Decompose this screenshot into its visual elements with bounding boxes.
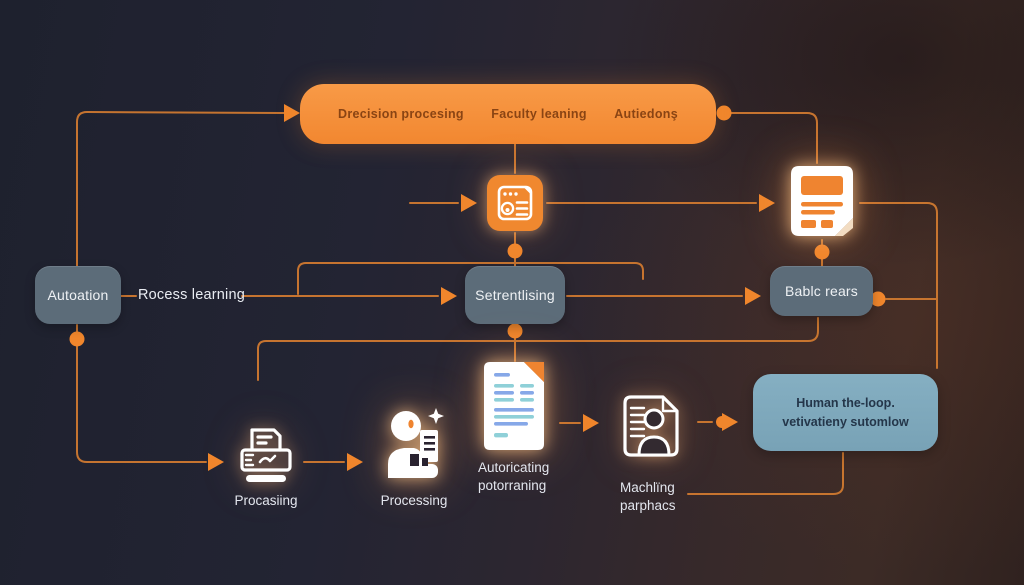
sentralising-box: Setrentlising <box>465 266 565 324</box>
connector-upper-branch <box>297 262 644 295</box>
automation-box: Autoation <box>35 266 121 324</box>
human-loop-line2: vetivatieny sutomlow <box>782 414 909 429</box>
process-learning-label: Rocess learning <box>138 287 245 303</box>
junction-dot <box>716 105 732 121</box>
person-processing-caption: Processing <box>380 493 448 508</box>
arrow-heads <box>208 104 775 471</box>
profile-document-icon <box>622 394 680 458</box>
connector-banner-to-report <box>730 112 818 164</box>
automation-label: Autoation <box>47 287 109 303</box>
process-banner: Drecision procesing Faculty leaning Auti… <box>300 84 716 144</box>
connector-lower-branch <box>257 317 819 381</box>
banner-item-3: Autiedonş <box>614 107 678 121</box>
banner-item-2: Faculty leaning <box>491 107 587 121</box>
person-processing-icon <box>380 406 448 478</box>
document-lines-icon <box>484 362 544 450</box>
arrowhead-icon <box>722 413 738 431</box>
printer-icon <box>234 424 298 490</box>
arrowhead-icon <box>461 194 477 212</box>
profile-document-caption: Machlïng parphacs <box>620 479 710 514</box>
basic-rears-label: Bablc rears <box>784 283 858 299</box>
connector-human-bottom <box>687 452 844 495</box>
document-lines-caption: Autoricating potorraning <box>478 459 588 494</box>
profile-document-caption-line1: Machlïng <box>620 480 675 495</box>
junction-dot <box>507 243 523 259</box>
human-loop-box: Human the-loop. vetivatieny sutomlow <box>753 374 938 451</box>
connector-automation-to-printer <box>76 324 207 463</box>
decision-report-icon <box>487 175 543 231</box>
arrowhead-icon <box>284 104 300 122</box>
human-loop-line1: Human the-loop. <box>796 396 895 411</box>
arrowhead-icon <box>583 414 599 432</box>
printer-caption: Procasiing <box>234 493 298 508</box>
junction-dot <box>69 331 85 347</box>
document-lines-caption-line2: potorraning <box>478 477 547 493</box>
junction-dots <box>69 105 886 347</box>
sentralising-label: Setrentlising <box>475 287 555 303</box>
basic-rears-box: Bablc rears <box>770 266 873 316</box>
junction-dot <box>870 291 886 307</box>
profile-document-caption-line2: parphacs <box>620 497 676 513</box>
arrowhead-icon <box>759 194 775 212</box>
junction-dot <box>814 244 830 260</box>
report-document-icon <box>791 166 853 240</box>
arrowhead-icon <box>441 287 457 305</box>
arrowhead-icon <box>745 287 761 305</box>
arrowhead-icon <box>347 453 363 471</box>
document-lines-caption-line1: Autoricating <box>478 460 550 475</box>
arrowhead-icon <box>208 453 224 471</box>
connector-report-right-loop <box>859 202 938 369</box>
junction-dot <box>507 323 523 339</box>
banner-item-1: Drecision procesing <box>338 107 464 121</box>
connector-automation-to-banner <box>76 110 285 267</box>
